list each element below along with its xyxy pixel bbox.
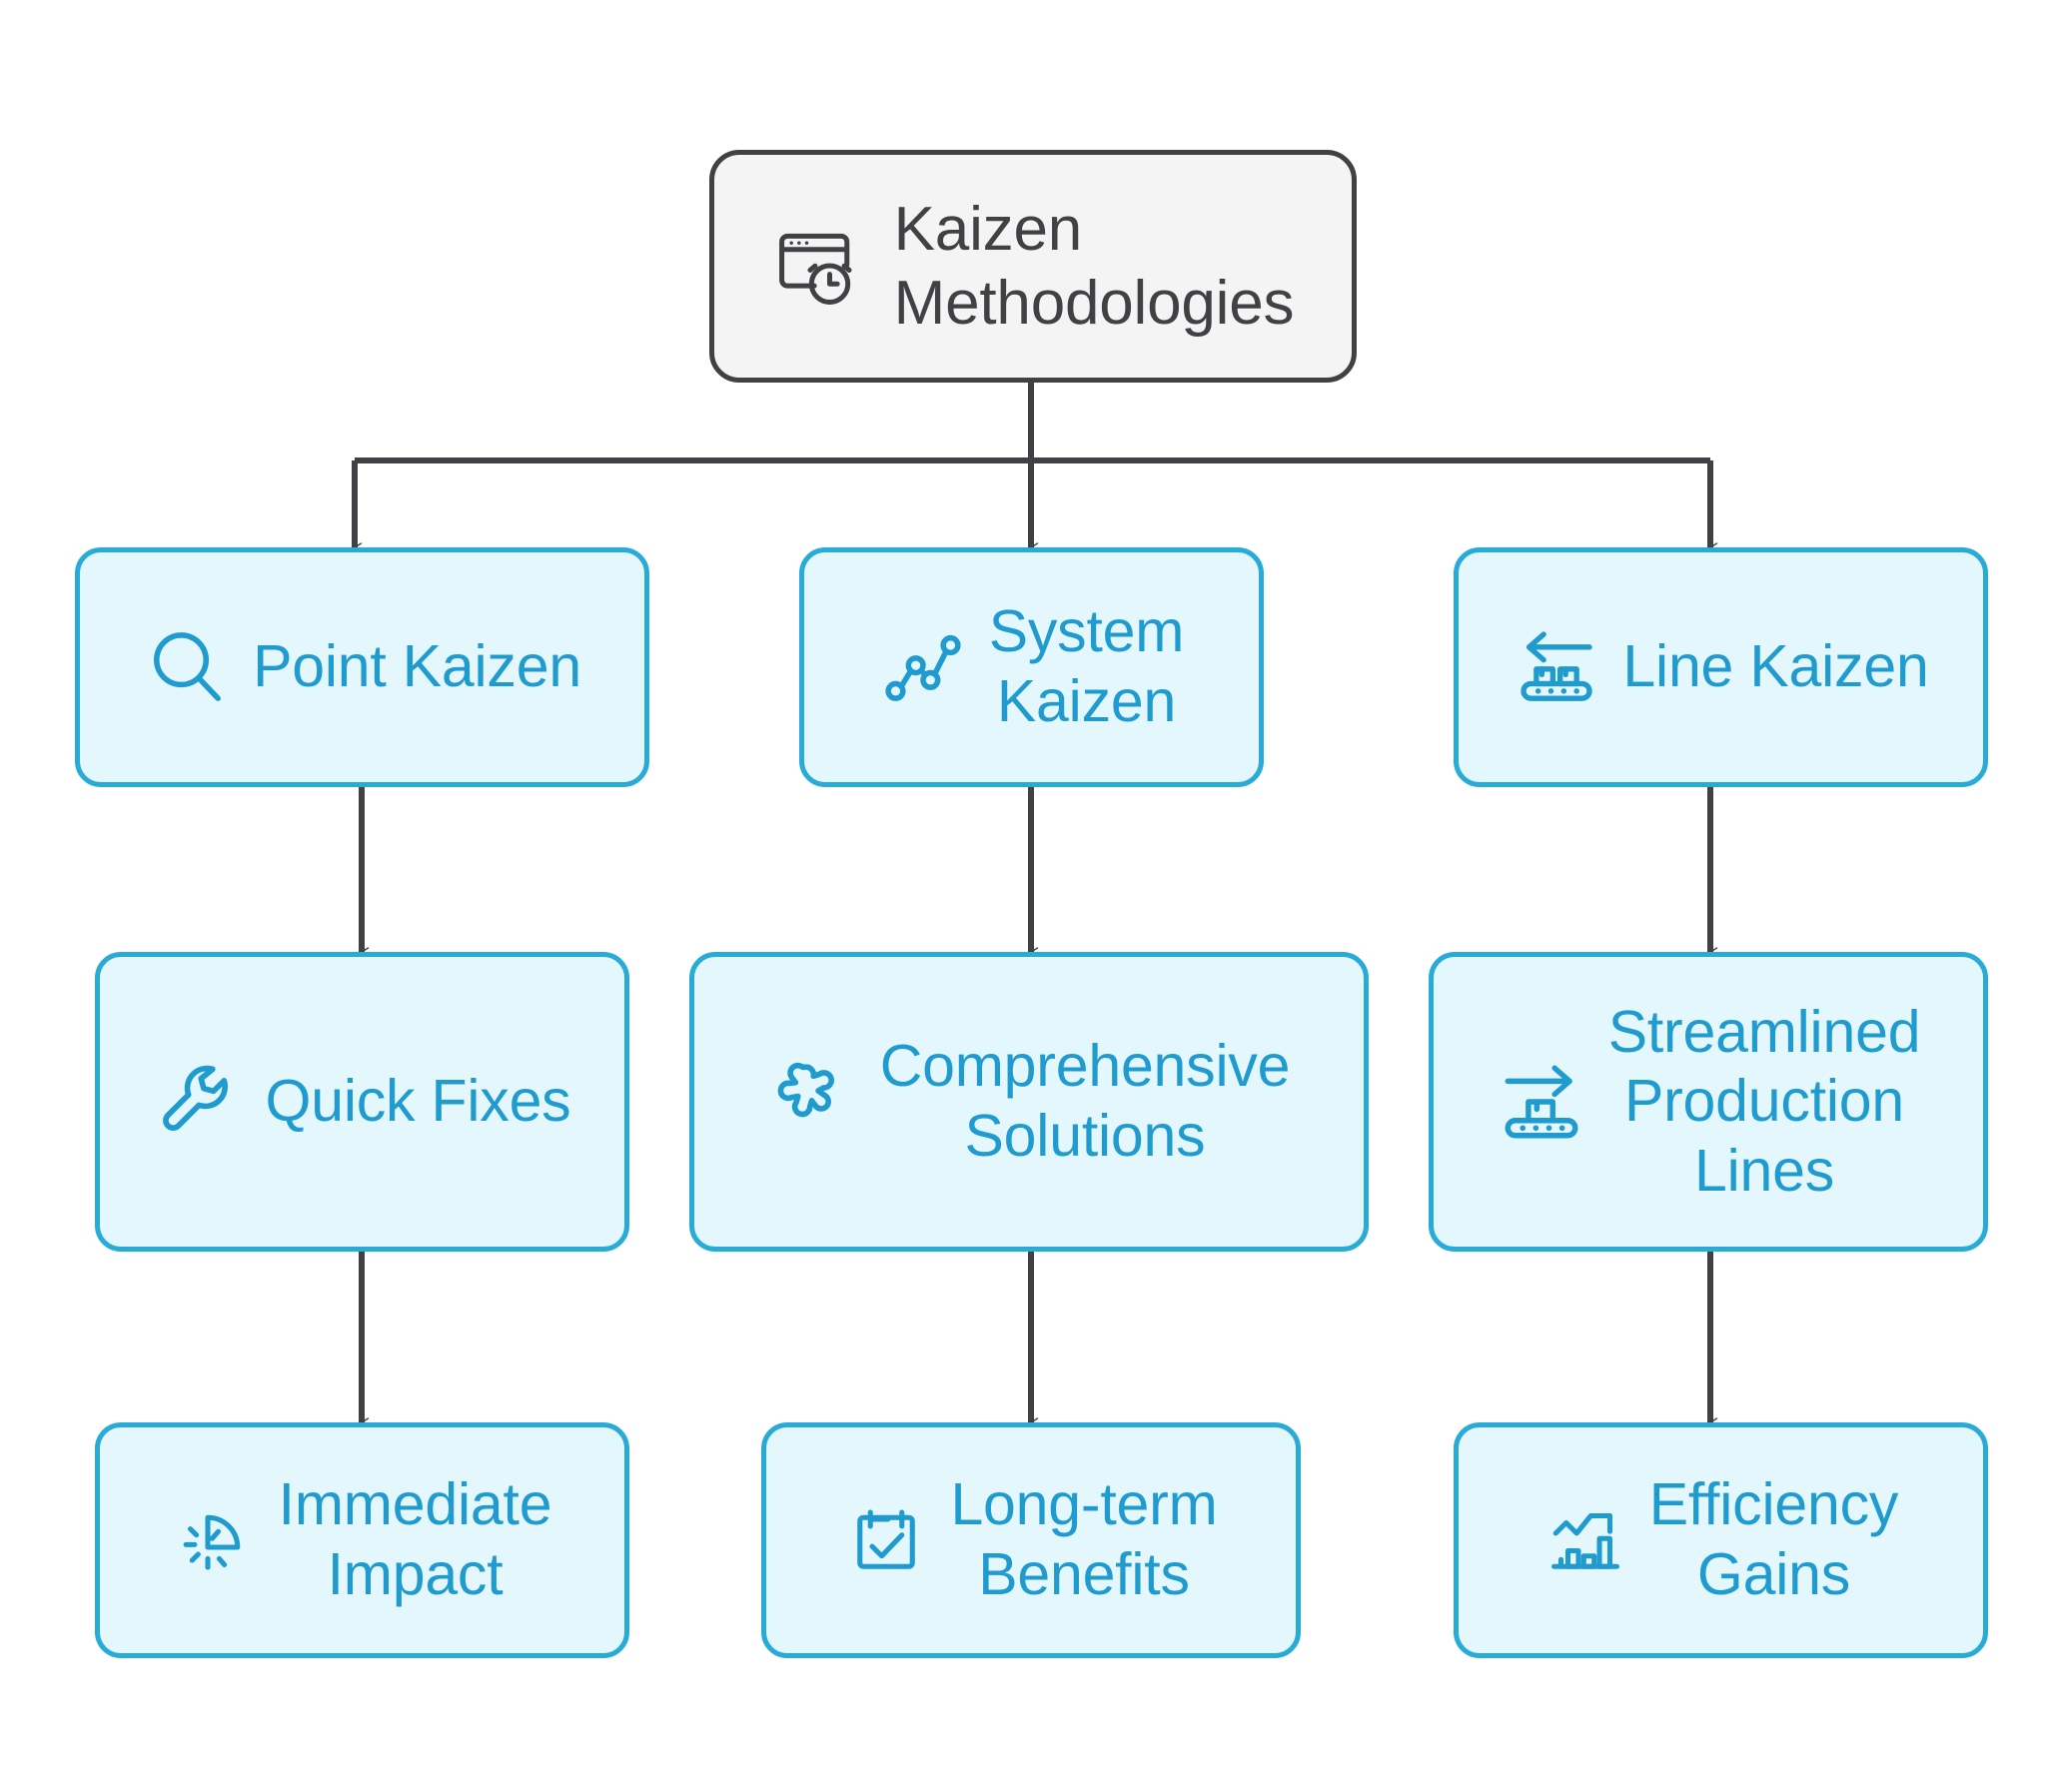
node-label: Quick Fixes: [265, 1068, 571, 1135]
wrench-icon: [154, 1057, 244, 1147]
node-line-graph-icon: [879, 623, 967, 711]
conveyor-belt-left-arrow-icon: [1513, 623, 1600, 711]
node-label: Line Kaizen: [1622, 633, 1929, 700]
puzzle-piece-icon: [768, 1057, 858, 1147]
calendar-check-icon: [844, 1498, 928, 1582]
node-label: Kaizen Methodologies: [893, 195, 1295, 338]
browser-window-clock-icon: [772, 221, 864, 313]
node-system-kaizen[interactable]: System Kaizen: [799, 547, 1264, 787]
node-label: System Kaizen: [988, 598, 1185, 734]
node-point-kaizen[interactable]: Point Kaizen: [75, 547, 649, 787]
node-line-kaizen[interactable]: Line Kaizen: [1454, 547, 1988, 787]
node-label: Long-term Benefits: [950, 1471, 1218, 1607]
conveyor-belt-right-arrow-icon: [1497, 1057, 1586, 1147]
node-immediate-impact[interactable]: Immediate Impact: [95, 1422, 629, 1658]
node-efficiency-gains[interactable]: Efficiency Gains: [1454, 1422, 1988, 1658]
node-long-term-benefits[interactable]: Long-term Benefits: [761, 1422, 1301, 1658]
node-label: Streamlined Production Lines: [1607, 998, 1921, 1204]
node-quick-fixes[interactable]: Quick Fixes: [95, 952, 629, 1252]
magnifying-glass-icon: [143, 623, 231, 711]
node-label: Immediate Impact: [278, 1471, 552, 1607]
node-streamlined-production-lines[interactable]: Streamlined Production Lines: [1429, 952, 1988, 1252]
node-comprehensive-solutions[interactable]: Comprehensive Solutions: [689, 952, 1369, 1252]
burst-flash-icon: [173, 1498, 257, 1582]
node-kaizen-methodologies[interactable]: Kaizen Methodologies: [709, 150, 1357, 383]
node-label: Point Kaizen: [253, 633, 581, 700]
node-label: Comprehensive Solutions: [879, 1033, 1291, 1169]
bar-chart-trend-up-icon: [1543, 1498, 1627, 1582]
node-label: Efficiency Gains: [1648, 1471, 1899, 1607]
